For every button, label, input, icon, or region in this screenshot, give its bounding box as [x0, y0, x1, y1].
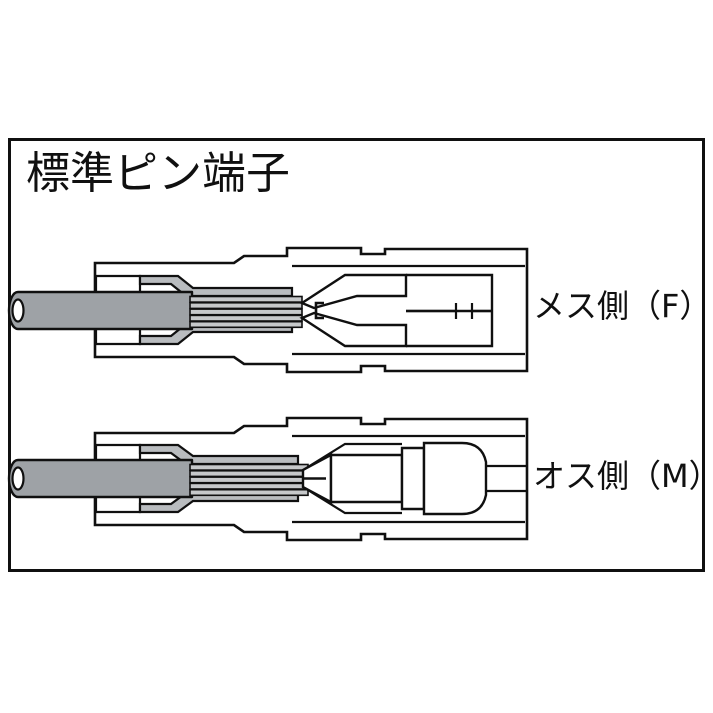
label-female-side: メス側（F） [533, 287, 712, 325]
diagram-frame [8, 138, 705, 572]
label-male-side: オス側（M） [533, 457, 713, 495]
page-title: 標準ピン端子 [26, 148, 290, 199]
